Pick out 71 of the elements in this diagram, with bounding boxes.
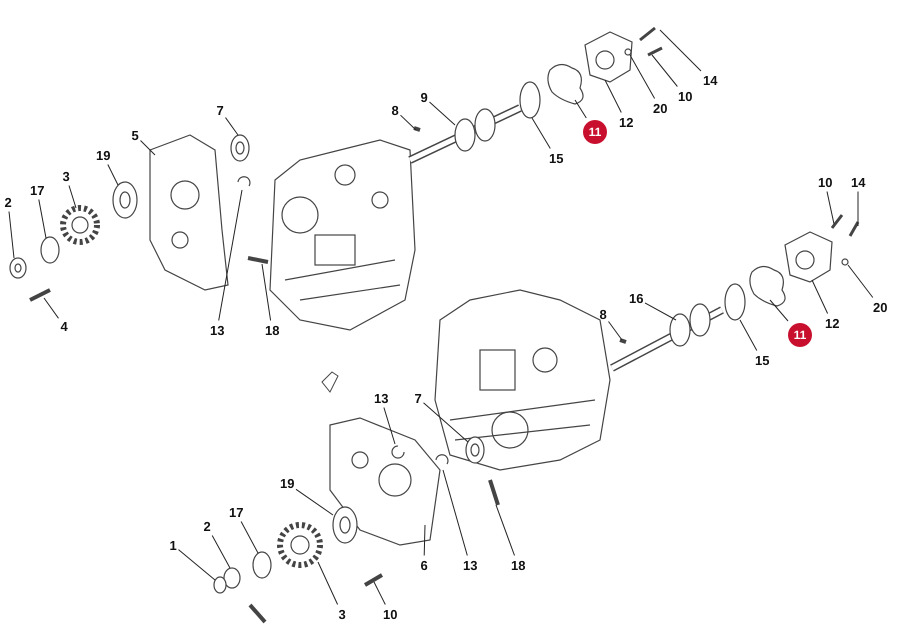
- leader-line: [423, 402, 468, 442]
- callout-number: 15: [755, 352, 770, 368]
- callout-number: 11: [583, 120, 607, 144]
- callout-number: 20: [653, 100, 668, 116]
- leader-line: [38, 199, 46, 238]
- callout-number: 13: [210, 322, 224, 338]
- callout-number: 20: [873, 300, 888, 314]
- leader-line: [8, 211, 14, 258]
- callout-number: 6: [420, 558, 428, 572]
- callout-number: 10: [818, 174, 832, 190]
- callout-number: 14: [703, 72, 718, 88]
- callout-number: 2: [204, 518, 211, 534]
- callout-number: 14: [851, 174, 866, 190]
- leader-line: [644, 302, 676, 320]
- callout-number: 2: [4, 194, 12, 210]
- leader-line: [574, 100, 587, 118]
- leader-line: [826, 191, 834, 224]
- leader-line: [604, 80, 622, 113]
- leader-line: [630, 54, 656, 99]
- callout-number: 16: [629, 290, 644, 306]
- leader-line: [770, 300, 788, 322]
- leader-line: [848, 264, 874, 298]
- leader-line: [496, 504, 515, 556]
- leader-line: [296, 488, 334, 516]
- callout-number: 3: [62, 168, 70, 184]
- leader-line: [212, 535, 230, 568]
- leader-line: [140, 140, 156, 156]
- callout-number: 19: [280, 476, 294, 490]
- leader-line: [44, 298, 59, 319]
- leader-line: [240, 521, 258, 554]
- callout-number: 8: [392, 102, 399, 118]
- leader-line: [318, 562, 338, 605]
- callout-number: 9: [420, 90, 428, 104]
- leader-line: [383, 407, 396, 444]
- callout-number: 1: [170, 538, 177, 552]
- callout-number: 10: [383, 606, 398, 622]
- callout-number: 3: [338, 606, 346, 622]
- callout-number: 4: [60, 318, 68, 334]
- callout-number: 13: [374, 390, 388, 406]
- leader-line: [262, 264, 272, 321]
- leader-line: [374, 582, 386, 605]
- callout-number: 15: [549, 150, 564, 166]
- leader-line: [218, 190, 242, 321]
- callout-number: 8: [600, 306, 607, 322]
- leader-line: [532, 118, 551, 149]
- callout-number: 17: [30, 182, 44, 198]
- leader-line: [660, 30, 702, 72]
- callout-number: 17: [229, 504, 244, 520]
- leader-line: [812, 280, 828, 314]
- leader-line: [429, 102, 456, 126]
- callout-number: 5: [132, 128, 139, 142]
- leader-line: [442, 470, 468, 556]
- callout-number: 19: [96, 148, 110, 162]
- leader-line: [608, 321, 622, 340]
- leader-line: [424, 524, 426, 556]
- leader-line: [107, 164, 118, 186]
- callout-number: 10: [678, 88, 692, 104]
- leader-line: [740, 320, 758, 351]
- callout-number: 12: [825, 316, 840, 330]
- leader-line: [400, 114, 416, 130]
- callout-number: 18: [511, 558, 526, 572]
- leader-line: [178, 549, 216, 580]
- leader-line: [68, 185, 76, 208]
- callout-number: 11: [788, 323, 812, 347]
- callout-number: 13: [463, 558, 478, 572]
- callout-number: 7: [414, 390, 422, 406]
- callout-number: 12: [619, 114, 634, 130]
- callout-number: 7: [216, 102, 224, 118]
- leader-line: [652, 54, 678, 87]
- callout-number: 18: [265, 322, 280, 338]
- leader-line: [225, 117, 238, 136]
